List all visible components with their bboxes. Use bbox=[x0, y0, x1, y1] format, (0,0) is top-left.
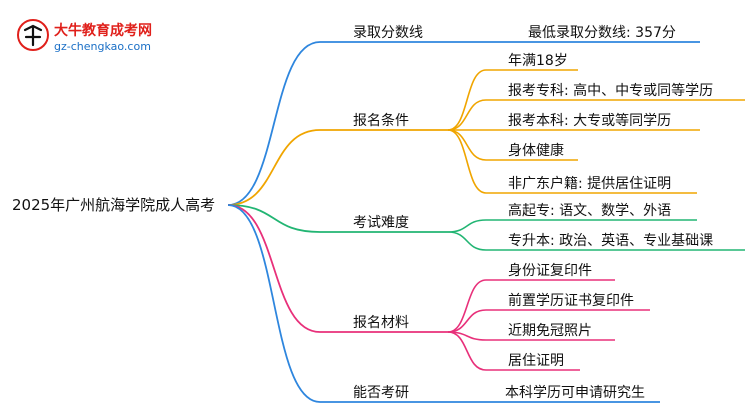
leaf-label: 最低录取分数线: 357分 bbox=[528, 25, 676, 41]
leaf-label: 报考专科: 高中、中专或同等学历 bbox=[508, 82, 713, 99]
branch-edge bbox=[227, 204, 321, 403]
leaf-label: 专升本: 政治、英语、专业基础课 bbox=[508, 232, 713, 249]
branch-edge bbox=[227, 204, 321, 333]
logo-mark-icon bbox=[17, 19, 49, 51]
leaf-edge bbox=[447, 69, 487, 131]
site-logo[interactable]: 大牛教育成考网 gz-chengkao.com bbox=[16, 18, 166, 58]
leaf-edge bbox=[447, 231, 487, 251]
leaf-edge bbox=[447, 129, 487, 161]
leaf-label: 年满18岁 bbox=[508, 53, 568, 69]
leaf-edge bbox=[447, 99, 487, 131]
branch-edge bbox=[227, 204, 321, 233]
logo-title: 大牛教育成考网 bbox=[54, 23, 152, 39]
branch-label: 录取分数线 bbox=[353, 25, 423, 41]
leaf-label: 前置学历证书复印件 bbox=[508, 292, 634, 309]
branch-label: 报名材料 bbox=[353, 315, 409, 331]
leaf-label: 非广东户籍: 提供居住证明 bbox=[508, 175, 671, 192]
leaf-label: 居住证明 bbox=[508, 353, 564, 369]
leaf-label: 报考本科: 大专或等同学历 bbox=[508, 112, 671, 129]
branch-label: 能否考研 bbox=[353, 385, 409, 401]
branch-label: 考试难度 bbox=[353, 215, 409, 231]
leaf-edge bbox=[447, 331, 487, 371]
leaf-edge bbox=[447, 129, 487, 194]
leaf-label: 高起专: 语文、数学、外语 bbox=[508, 202, 671, 219]
leaf-label: 近期免冠照片 bbox=[508, 323, 592, 339]
branch-label: 报名条件 bbox=[353, 112, 409, 129]
mindmap-edges bbox=[227, 41, 745, 403]
leaf-edge bbox=[447, 279, 487, 333]
mindmap-root: 2025年广州航海学院成人高考 bbox=[12, 196, 215, 214]
leaf-label: 本科学历可申请研究生 bbox=[505, 385, 645, 401]
leaf-edge bbox=[447, 309, 487, 333]
branch-edge bbox=[227, 129, 321, 206]
branch-edge bbox=[227, 41, 321, 206]
logo-url: gz-chengkao.com bbox=[54, 40, 151, 53]
leaf-label: 身体健康 bbox=[508, 142, 564, 159]
leaf-label: 身份证复印件 bbox=[508, 262, 592, 279]
leaf-edge bbox=[447, 219, 487, 233]
